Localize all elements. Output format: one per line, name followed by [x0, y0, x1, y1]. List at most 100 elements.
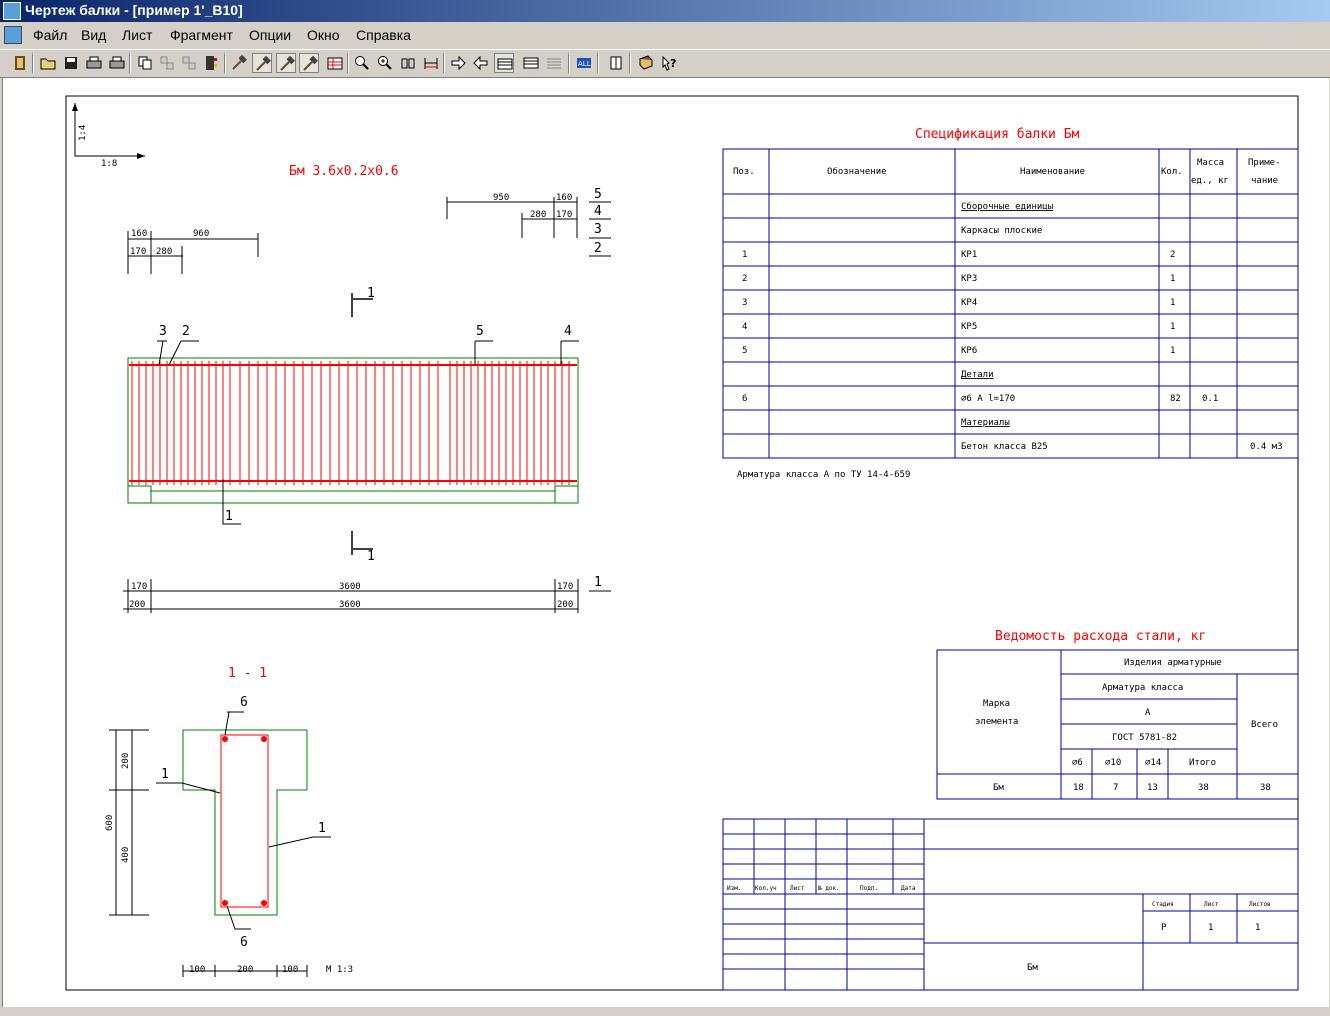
paste-fragment-icon[interactable] — [157, 53, 177, 73]
spec-note-cell: 0.4 м3 — [1250, 442, 1283, 452]
menu-view[interactable]: Вид — [81, 27, 107, 43]
section-title: 1 - 1 — [228, 666, 267, 681]
dim-960: 960 — [193, 229, 209, 239]
menu-options[interactable]: Опции — [249, 27, 292, 43]
svg-text:Подп.: Подп. — [860, 885, 878, 892]
window-title: Чертеж балки - [пример 1'_В10] — [25, 2, 243, 18]
svg-text:1: 1 — [318, 821, 326, 836]
svg-text:Приме-: Приме- — [1248, 158, 1281, 168]
spec-qty: 1 — [1170, 274, 1175, 284]
svg-text:5: 5 — [594, 187, 602, 202]
app-icon — [3, 2, 21, 20]
book-icon[interactable] — [636, 53, 656, 73]
spec-pos: 4 — [742, 322, 747, 332]
svg-text:?: ? — [670, 57, 676, 70]
drawing-sheet[interactable]: 1:4 1:8 Бм 3.6х0.2х0.6 160 960 170 280 9… — [3, 78, 1329, 1007]
save-icon[interactable] — [61, 53, 81, 73]
svg-text:18: 18 — [1073, 783, 1084, 793]
svg-text:Поз.: Поз. — [733, 167, 755, 177]
svg-text:200: 200 — [129, 600, 145, 610]
cross-section-dims: 200 600 400 6 6 1 1 100 200 100 М 1:3 — [105, 695, 353, 977]
title-block — [722, 818, 1299, 991]
grid-icon[interactable] — [494, 53, 514, 73]
delete-fragment-icon[interactable] — [179, 53, 199, 73]
spec-name: КР4 — [961, 298, 977, 308]
svg-text:Бм: Бм — [993, 783, 1004, 793]
svg-text:№ док.: № док. — [818, 885, 840, 892]
svg-text:Лист: Лист — [790, 885, 805, 892]
menu-sheet[interactable]: Лист — [122, 27, 153, 43]
hammer-icon[interactable] — [299, 53, 319, 73]
properties-icon[interactable] — [606, 53, 626, 73]
svg-text:170: 170 — [131, 582, 147, 592]
svg-text:ГОСТ 5781-82: ГОСТ 5781-82 — [1112, 733, 1177, 743]
beam-callouts: 3 2 5 4 1 — [157, 324, 579, 525]
hammer-icon[interactable] — [252, 53, 272, 73]
svg-text:Р: Р — [1161, 923, 1167, 933]
table-icon[interactable] — [325, 53, 345, 73]
svg-text:7: 7 — [1113, 783, 1118, 793]
dimension-icon[interactable] — [421, 53, 441, 73]
svg-text:∅10: ∅10 — [1105, 758, 1121, 768]
menu-window[interactable]: Окно — [307, 27, 340, 43]
svg-text:2: 2 — [594, 241, 602, 256]
callout-4: 4 — [564, 324, 572, 339]
svg-text:Бм: Бм — [1027, 963, 1038, 973]
spec-note: Арматура класса А по ТУ 14-4-659 — [737, 470, 910, 480]
svg-text:Лист: Лист — [1204, 901, 1219, 908]
svg-text:400: 400 — [121, 847, 131, 863]
hammer-icon[interactable] — [276, 53, 296, 73]
spec-qty: 2 — [1170, 250, 1175, 260]
zoom-in-icon[interactable] — [375, 53, 395, 73]
spec-qty: 1 — [1170, 346, 1175, 356]
arrow-right-icon[interactable] — [448, 53, 468, 73]
arrow-left-icon[interactable] — [471, 53, 491, 73]
drawing-canvas[interactable]: 1:4 1:8 Бм 3.6х0.2х0.6 160 960 170 280 9… — [2, 77, 1329, 1007]
svg-text:∅6: ∅6 — [1072, 758, 1083, 768]
svg-text:Марка: Марка — [983, 699, 1010, 709]
svg-text:1: 1 — [367, 286, 375, 301]
section-mark-bottom: 1 — [351, 531, 375, 564]
svg-text:чание: чание — [1251, 176, 1278, 186]
print-icon[interactable] — [84, 53, 104, 73]
help-icon[interactable]: ? — [659, 53, 679, 73]
grid-icon[interactable] — [544, 53, 564, 73]
spec-name: ∅6 А l=170 — [961, 394, 1015, 404]
svg-text:ед., кг: ед., кг — [1191, 176, 1229, 186]
menu-help[interactable]: Справка — [356, 27, 411, 43]
exit-icon[interactable] — [10, 53, 30, 73]
open-icon[interactable] — [38, 53, 58, 73]
svg-text:1: 1 — [1208, 923, 1213, 933]
dim-280: 280 — [156, 247, 172, 257]
spec-pos: 6 — [742, 394, 747, 404]
spec-pos: 5 — [742, 346, 747, 356]
hammer-icon[interactable] — [229, 53, 249, 73]
spec-name: Детали — [961, 370, 994, 380]
menu-file[interactable]: Файл — [33, 27, 68, 43]
grid-icon[interactable] — [521, 53, 541, 73]
dim-170: 170 — [130, 247, 146, 257]
menu-bar: Файл Вид Лист Фрагмент Опции Окно Справк… — [0, 23, 1330, 47]
svg-text:1: 1 — [1255, 923, 1260, 933]
all-icon[interactable]: ALL — [574, 53, 594, 73]
document-icon[interactable] — [4, 26, 22, 44]
svg-text:1: 1 — [594, 575, 602, 590]
dim-950: 950 — [493, 193, 509, 203]
svg-text:6: 6 — [240, 695, 248, 710]
svg-text:38: 38 — [1198, 783, 1209, 793]
copy-fragment-icon[interactable] — [135, 53, 155, 73]
beam-stirrups — [131, 361, 570, 485]
spec-name: КР3 — [961, 274, 977, 284]
dim-160: 160 — [131, 229, 147, 239]
list-icon[interactable] — [201, 53, 221, 73]
svg-text:6: 6 — [240, 935, 248, 950]
window-titlebar: Чертеж балки - [пример 1'_В10] — [0, 0, 1330, 22]
scale-indicator: 1:4 1:8 — [72, 103, 145, 169]
svg-text:100: 100 — [282, 965, 298, 975]
svg-text:3: 3 — [594, 222, 602, 237]
menu-fragment[interactable]: Фрагмент — [170, 27, 233, 43]
fit-icon[interactable] — [398, 53, 418, 73]
spec-qty: 1 — [1170, 298, 1175, 308]
zoom-out-icon[interactable] — [352, 53, 372, 73]
print-preview-icon[interactable] — [107, 53, 127, 73]
